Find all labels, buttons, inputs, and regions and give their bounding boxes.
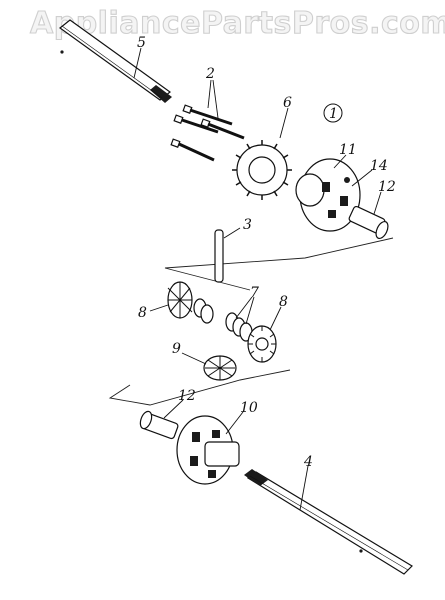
- callout-2: 2: [205, 66, 215, 82]
- diagram-reference-marker: 1: [323, 103, 343, 123]
- callout-labels: 5 2 6 11 14 12 3 8 7 8 9 12 10 4: [137, 35, 396, 470]
- callout-14: 14: [370, 158, 388, 174]
- differential-housing-upper: [295, 158, 361, 232]
- callout-8-right: 8: [279, 294, 288, 310]
- callout-6: 6: [283, 95, 292, 111]
- callout-12-lower: 12: [178, 388, 196, 404]
- callout-8-left: 8: [138, 305, 147, 321]
- callout-4: 4: [303, 454, 313, 470]
- bevel-gear-left: [167, 281, 193, 319]
- leader-lines: [133, 47, 382, 511]
- watermark: AppliancePartsPros.com: [30, 6, 445, 41]
- axle-shaft-upper: [59, 19, 172, 103]
- bolts: [170, 104, 245, 162]
- pinion-gear: [203, 355, 237, 381]
- callout-7: 7: [250, 285, 259, 301]
- assembly-path-lines: [108, 237, 394, 406]
- sprocket: [232, 140, 292, 200]
- callout-5: 5: [137, 35, 146, 51]
- callout-9: 9: [172, 341, 181, 357]
- pin: [214, 229, 224, 283]
- washers: [193, 298, 253, 342]
- axle-shaft-lower: [244, 469, 413, 575]
- bevel-gear-right: [247, 325, 277, 363]
- differential-housing-lower: [176, 415, 240, 485]
- bushing-upper: [348, 205, 389, 240]
- callout-11: 11: [339, 142, 357, 158]
- callout-3: 3: [243, 217, 252, 233]
- callout-12-upper: 12: [378, 179, 396, 195]
- diagram-reference-number: 1: [329, 106, 338, 122]
- bushing-lower: [139, 410, 179, 440]
- callout-10: 10: [240, 400, 258, 416]
